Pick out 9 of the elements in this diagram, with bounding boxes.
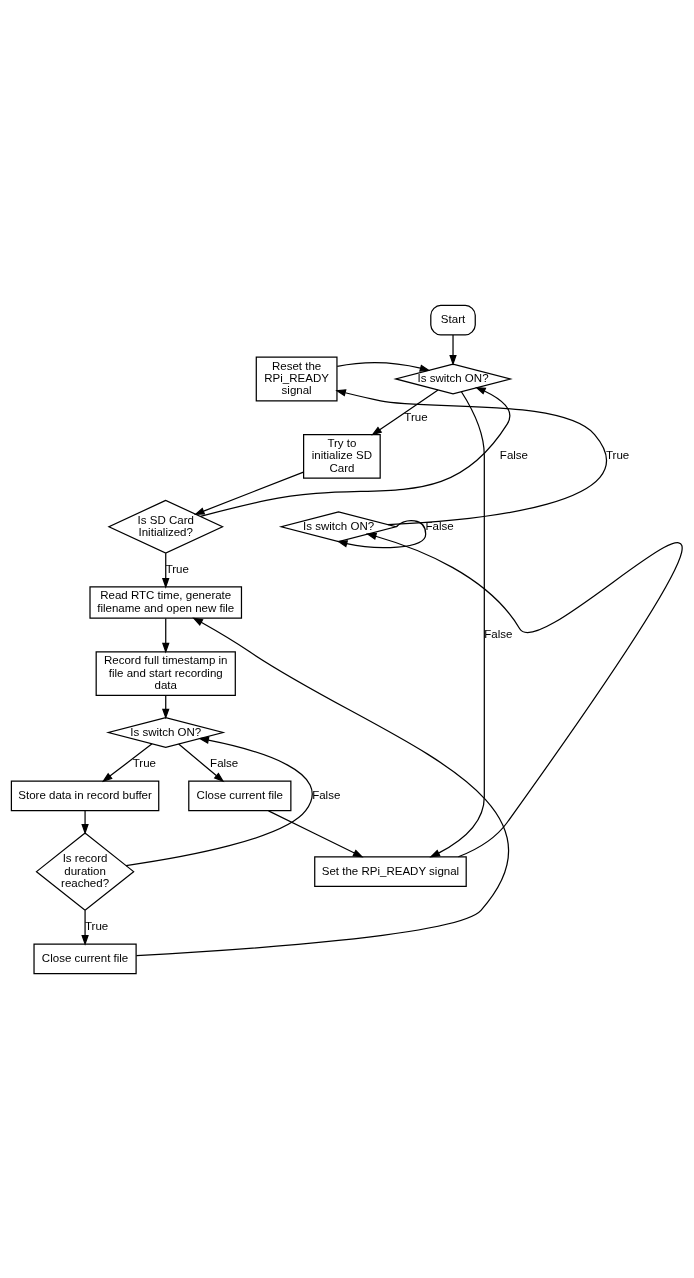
edge-label: False: [210, 756, 239, 769]
edge-label: False: [484, 627, 513, 640]
edge-label: True: [165, 562, 189, 575]
edge-label: False: [425, 519, 454, 532]
edge-label: False: [499, 448, 529, 461]
edge-label: True: [606, 448, 630, 461]
edge-label: True: [404, 410, 428, 423]
edge-label: False: [312, 788, 341, 801]
edge-label: True: [132, 756, 156, 769]
